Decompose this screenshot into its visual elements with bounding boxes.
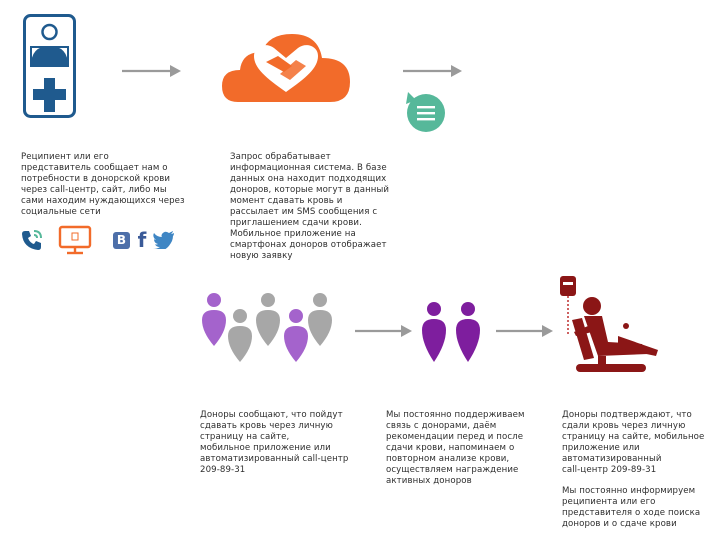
donors-report-step-text: Доноры сообщают, что пойдут сдавать кров… [200, 410, 349, 475]
patient-bed-icon [23, 14, 76, 118]
flow-arrow [122, 64, 182, 78]
facebook-letter: f [137, 228, 147, 252]
support-step-text: Мы постоянно поддерживаем связь с донора… [386, 410, 525, 486]
twitter-icon[interactable] [153, 231, 175, 249]
confirm-step-text: Доноры подтверждают, что сдали кровь чер… [562, 410, 705, 475]
donor-crowd-icon [196, 290, 338, 362]
system-step-text: Запрос обрабатывает информационная систе… [230, 152, 390, 261]
donor-pair-icon [420, 300, 488, 364]
blood-donation-chair-icon [558, 274, 668, 378]
vk-icon[interactable]: B [113, 232, 130, 249]
monitor-icon [58, 225, 92, 255]
sms-bubble-icon [402, 90, 448, 134]
flow-arrow [403, 64, 463, 78]
facebook-icon[interactable]: f [135, 228, 149, 252]
flow-arrow [496, 324, 554, 338]
vk-letter: B [116, 233, 127, 247]
phone-icon [20, 228, 44, 252]
flow-arrow [355, 324, 413, 338]
cloud-heart-icon [222, 30, 352, 104]
recipient-step-text: Реципиент или его представитель сообщает… [21, 152, 185, 217]
inform-step-text: Мы постоянно информируем реципиента или … [562, 486, 701, 529]
